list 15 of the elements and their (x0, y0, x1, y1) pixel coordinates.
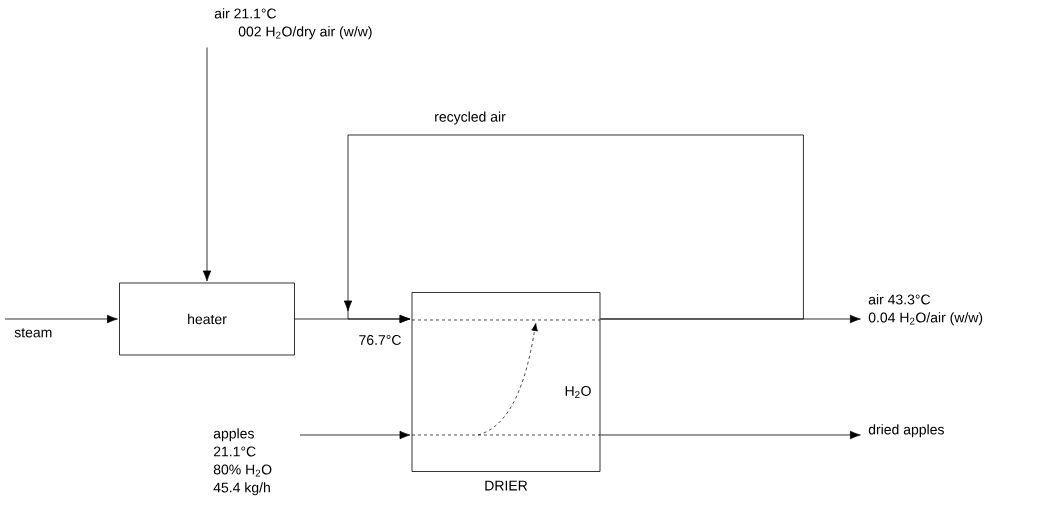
flow-label: H$_{2}$O (565, 386, 591, 398)
arrow (343, 134, 804, 324)
stream-label: steam (14, 328, 52, 338)
stream-label: air 43.3°C 0.04 H$_{2}$O/air (w/w) (868, 294, 983, 326)
arrow (299, 430, 411, 440)
arrow (600, 430, 861, 440)
edge-label: 76.7°C (357, 334, 403, 346)
node-label: DRIER (485, 480, 528, 491)
arrow (4, 314, 118, 324)
stream-label: apples 21.1°C 80% H$_{2}$O 45.4 kg/h (213, 428, 272, 496)
arrow (202, 47, 212, 282)
stream-label: air 21.1°C 002 H$_{2}$O/dry air (w/w) (214, 8, 372, 40)
process-box: heater (119, 282, 295, 356)
stream-label: dried apples (868, 424, 944, 438)
edge-label: recycled air (433, 110, 507, 126)
